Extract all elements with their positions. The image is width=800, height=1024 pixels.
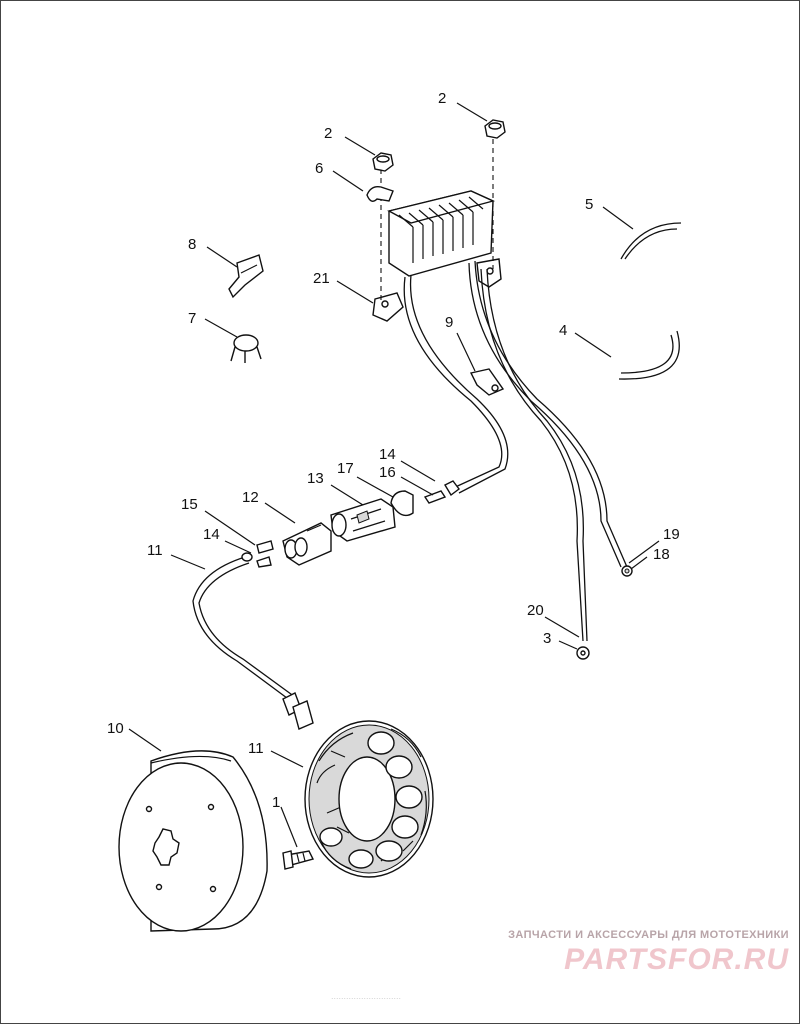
callout-8: 8 <box>188 236 196 253</box>
rotor-10 <box>118 750 268 932</box>
leader-lines <box>128 102 660 848</box>
callout-6: 6 <box>315 160 323 177</box>
clip-8 <box>228 254 264 299</box>
callout-12: 12 <box>242 489 259 506</box>
connector-socket-13 <box>330 498 396 542</box>
callout-11: 11 <box>147 542 163 559</box>
callout-18: 18 <box>653 546 670 563</box>
callout-4: 4 <box>559 322 567 339</box>
stator-wire-11 <box>192 552 314 730</box>
callout-11: 11 <box>248 740 264 757</box>
callout-1: 1 <box>272 794 280 811</box>
nut-2b <box>484 119 506 139</box>
retaining-ring-4 <box>618 330 680 380</box>
connector-pin-12 <box>282 522 332 566</box>
footer-code: ............................ <box>331 991 402 1001</box>
callout-14: 14 <box>203 526 220 543</box>
callout-13: 13 <box>307 470 324 487</box>
callout-9: 9 <box>445 314 453 331</box>
callout-7: 7 <box>188 310 196 327</box>
terminal-14-15 <box>256 540 274 568</box>
nut-2a <box>372 152 394 172</box>
clamp-6 <box>366 185 394 202</box>
callouts: 2 2 6 8 7 21 5 4 9 14 16 17 13 12 15 14 … <box>107 90 680 811</box>
clip-7 <box>230 334 262 363</box>
callout-21: 21 <box>313 270 330 287</box>
callout-15: 15 <box>181 496 198 513</box>
callout-16: 16 <box>379 464 396 481</box>
cavity-plug-17 <box>390 490 414 517</box>
watermark: ЗАПЧАСТИ И АКСЕССУАРЫ ДЛЯ МОТОТЕХНИКИ PA… <box>479 929 789 977</box>
retaining-ring-5 <box>620 222 682 260</box>
regulator-wires <box>403 260 628 642</box>
watermark-tagline: ЗАПЧАСТИ И АКСЕССУАРЫ ДЛЯ МОТОТЕХНИКИ <box>508 929 789 941</box>
callout-2: 2 <box>324 125 332 142</box>
callout-17: 17 <box>337 460 354 477</box>
callout-14: 14 <box>379 446 396 463</box>
bracket-9 <box>469 368 505 396</box>
voltage-regulator <box>372 190 502 322</box>
callout-20: 20 <box>527 602 544 619</box>
callout-10: 10 <box>107 720 124 737</box>
stator-11 <box>304 720 434 878</box>
ring-terminal-18 <box>621 565 633 577</box>
callout-5: 5 <box>585 196 593 213</box>
callout-2: 2 <box>438 90 446 107</box>
terminal-16 <box>423 480 460 504</box>
callout-3: 3 <box>543 630 551 647</box>
callout-19: 19 <box>663 526 680 543</box>
watermark-brand-logo: PARTSFOR.RU <box>564 943 789 976</box>
bolt-1 <box>282 850 315 870</box>
ring-terminal-3 <box>576 646 590 660</box>
